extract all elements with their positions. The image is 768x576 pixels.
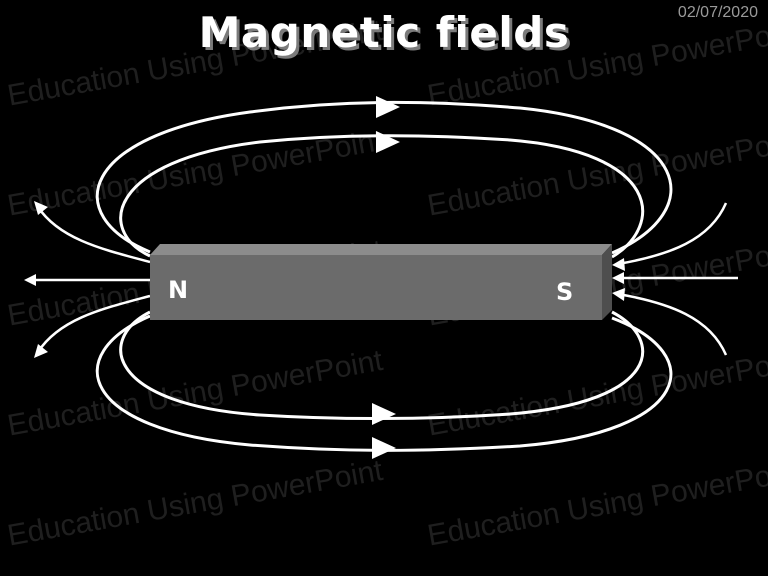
field-line-south-lower — [617, 292, 728, 356]
arrow-left-icon — [612, 272, 624, 284]
arrow-left-icon — [612, 288, 625, 301]
arrow-right-icon — [376, 131, 400, 153]
field-line-north-lower — [36, 294, 151, 353]
field-line-outer-top — [95, 100, 673, 255]
field-line-inner-bottom — [119, 310, 645, 421]
arrow-right-icon — [376, 96, 400, 118]
arrow-right-icon — [372, 437, 396, 459]
south-pole-label: S — [556, 278, 573, 306]
bar-magnet: N S — [150, 244, 612, 320]
arrow-left-icon — [612, 258, 625, 271]
arrow-left-icon — [24, 274, 36, 286]
slide-date: 02/07/2020 — [677, 4, 758, 21]
magnet-top-face — [150, 244, 612, 255]
arrow-up-left-icon — [34, 201, 48, 215]
field-line-inner-top — [119, 134, 645, 259]
magnet-end-face — [602, 244, 612, 320]
arrow-right-icon — [372, 403, 396, 425]
magnet-front-face — [150, 255, 602, 320]
north-pole-label: N — [168, 276, 188, 304]
field-line-north-upper — [36, 206, 151, 264]
field-line-outer-bottom — [95, 314, 673, 452]
arrow-down-left-icon — [34, 344, 48, 358]
field-line-south-upper — [617, 202, 728, 266]
slide-title: Magnetic fields — [198, 8, 570, 57]
